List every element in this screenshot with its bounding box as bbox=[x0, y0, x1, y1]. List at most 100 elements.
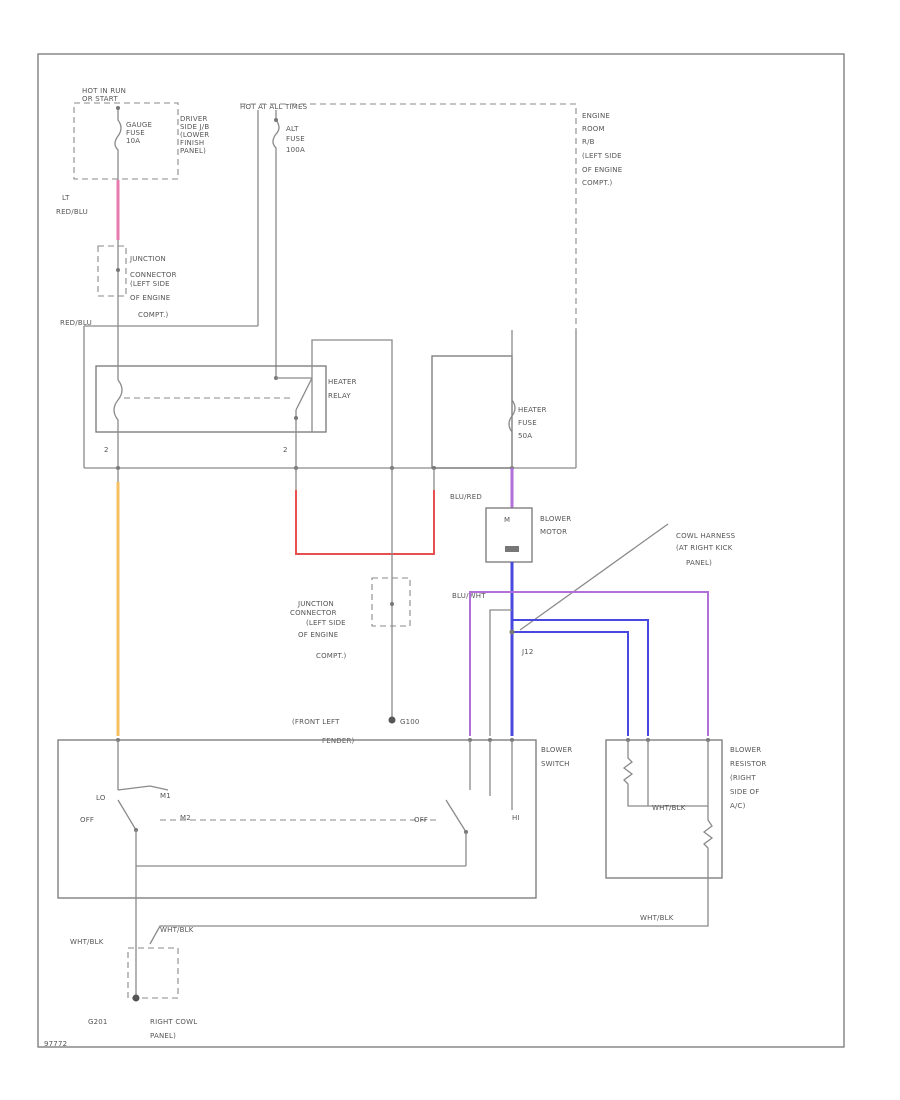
wire-ground-return bbox=[149, 920, 709, 945]
alt-fuse-label-1: ALT bbox=[286, 125, 299, 133]
switch-pos-hi: HI bbox=[512, 814, 520, 822]
heater-fuse-box bbox=[431, 355, 513, 469]
cowl-harness-pointer bbox=[519, 523, 669, 631]
hot-run-label-1: HOT IN RUN bbox=[82, 87, 126, 95]
driver-jb-box bbox=[73, 102, 179, 180]
junction1-pin bbox=[116, 268, 120, 272]
switch-right-arm bbox=[445, 799, 467, 833]
blower-switch-label-2: SWITCH bbox=[541, 760, 570, 768]
alt-fuse-symbol bbox=[272, 110, 280, 150]
right-cowl-label-1: RIGHT COWL bbox=[150, 1018, 197, 1026]
gauge-fuse-label-2: FUSE bbox=[126, 129, 145, 137]
switch-off-left: OFF bbox=[80, 816, 94, 824]
ground-g201 bbox=[132, 994, 140, 1002]
switch-pos-m1: M1 bbox=[160, 792, 171, 800]
junction2-label-5: COMPT.) bbox=[316, 652, 347, 660]
wire-red-loop bbox=[295, 490, 435, 555]
engine-room-label-4: (LEFT SIDE bbox=[582, 152, 622, 160]
junction2-label-2: CONNECTOR bbox=[290, 609, 337, 617]
engine-room-label-6: COMPT.) bbox=[582, 179, 613, 187]
switch-pos-m2: M2 bbox=[180, 814, 191, 822]
diagram-frame bbox=[37, 53, 845, 1048]
heater-fuse-symbol bbox=[508, 399, 516, 468]
heater-fuse-label-1: HEATER bbox=[518, 406, 547, 414]
pin-left-label: 2 bbox=[104, 446, 109, 454]
blower-resistor-label-3: (RIGHT bbox=[730, 774, 756, 782]
gauge-fuse-label-1: GAUGE bbox=[126, 121, 152, 129]
resistor-element-a bbox=[622, 740, 708, 807]
engine-room-label-5: OF ENGINE bbox=[582, 166, 622, 174]
wire-blue-loop bbox=[512, 631, 629, 736]
switch-off-right: OFF bbox=[414, 816, 428, 824]
splice-j12 bbox=[509, 629, 515, 635]
heater-relay-housing bbox=[311, 339, 393, 468]
wire-wht-blk-lower: WHT/BLK bbox=[70, 938, 104, 946]
gauge-fuse-top-terminal bbox=[116, 106, 120, 110]
junction2-label-3: (LEFT SIDE bbox=[306, 619, 346, 627]
junction2-label-4: OF ENGINE bbox=[298, 631, 338, 639]
junction1-label-2: CONNECTOR bbox=[130, 271, 177, 279]
switch-pos-lo: LO bbox=[96, 794, 106, 802]
junction2-label-1: JUNCTION bbox=[297, 600, 334, 608]
pin-right-label: 2 bbox=[283, 446, 288, 454]
driver-jb-label-4: FINISH bbox=[180, 139, 204, 147]
ground-g100 bbox=[388, 716, 396, 724]
blower-resistor-label-2: RESISTOR bbox=[730, 760, 767, 768]
wire-blu-red-label: BLU/RED bbox=[450, 493, 482, 501]
wire-gray-loop bbox=[489, 609, 512, 736]
junction1-label-4: OF ENGINE bbox=[130, 294, 170, 302]
junction1-label-1: JUNCTION bbox=[129, 255, 166, 263]
switch-left-arm bbox=[117, 799, 137, 831]
cowl-harness-label-3: PANEL) bbox=[686, 559, 712, 567]
blower-motor-symbol: M bbox=[504, 516, 510, 524]
heater-fuse-label-2: FUSE bbox=[518, 419, 537, 427]
blower-resistor-label-4: SIDE OF bbox=[730, 788, 759, 796]
heater-relay-label-2: RELAY bbox=[328, 392, 351, 400]
front-left-fender-label-1: (FRONT LEFT bbox=[292, 718, 340, 726]
ground-g100-label: G100 bbox=[400, 718, 420, 726]
cowl-harness-label-2: (AT RIGHT KICK bbox=[676, 544, 733, 552]
relay-coil bbox=[113, 379, 123, 468]
blower-motor-brush bbox=[505, 546, 519, 552]
relay-contact-bottom bbox=[294, 416, 298, 420]
hot-run-label-2: OR START bbox=[82, 95, 118, 103]
wire-lt-red-blu-label-2: RED/BLU bbox=[56, 208, 88, 216]
alt-fuse-label-3: 100A bbox=[286, 146, 305, 154]
blower-resistor-label-5: A/C) bbox=[730, 802, 746, 810]
blower-switch-label-1: BLOWER bbox=[541, 746, 572, 754]
heater-relay-box bbox=[95, 365, 327, 433]
heater-fuse-label-3: 50A bbox=[518, 432, 532, 440]
junction2-pin bbox=[390, 602, 394, 606]
wire-red-blu-label: RED/BLU bbox=[60, 319, 92, 327]
front-left-fender-label-2: FENDER) bbox=[322, 737, 355, 745]
wire-violet-loop bbox=[469, 591, 709, 736]
alt-fuse-label-2: FUSE bbox=[286, 135, 305, 143]
heater-relay-label-1: HEATER bbox=[328, 378, 357, 386]
ground-connector-g201 bbox=[127, 947, 179, 999]
cowl-harness-label-1: COWL HARNESS bbox=[676, 532, 736, 540]
alt-fuse-terminal bbox=[274, 118, 278, 122]
relay-contact-arm bbox=[295, 377, 313, 411]
blower-motor-label-1: BLOWER bbox=[540, 515, 571, 523]
junction-connector-1 bbox=[97, 245, 127, 297]
blower-resistor-label-1: BLOWER bbox=[730, 746, 761, 754]
gauge-fuse-symbol bbox=[114, 108, 122, 165]
ground-g201-label: G201 bbox=[88, 1018, 108, 1026]
engine-room-label-1: ENGINE bbox=[582, 112, 610, 120]
engine-room-label-3: R/B bbox=[582, 138, 595, 146]
blower-switch-box bbox=[57, 739, 537, 899]
wire-lt-red-blu-label-1: LT bbox=[62, 194, 70, 202]
driver-jb-label-2: SIDE J/B bbox=[180, 123, 209, 131]
engine-room-label-2: ROOM bbox=[582, 125, 605, 133]
wire-wht-blk-upper: WHT/BLK bbox=[640, 914, 674, 922]
figure-id: 97772 bbox=[44, 1040, 67, 1048]
junction1-label-3: (LEFT SIDE bbox=[130, 280, 170, 288]
driver-jb-label-1: DRIVER bbox=[180, 115, 208, 123]
driver-jb-label-3: (LOWER bbox=[180, 131, 209, 139]
driver-jb-label-5: PANEL) bbox=[180, 147, 206, 155]
engine-room-rb-dashed bbox=[240, 103, 577, 330]
switch-left-contacts bbox=[117, 785, 169, 791]
junction-connector-2 bbox=[371, 577, 411, 627]
blower-motor-box bbox=[485, 507, 533, 563]
